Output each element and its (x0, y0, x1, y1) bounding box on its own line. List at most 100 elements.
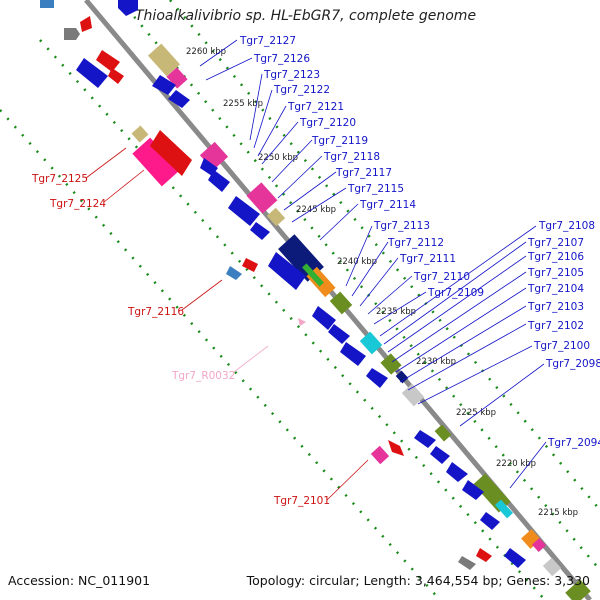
gene-box[interactable] (395, 370, 409, 384)
gene-label[interactable]: Tgr7_2110 (413, 271, 470, 283)
gene-label[interactable]: Tgr7_2113 (373, 220, 430, 232)
gene-label[interactable]: Tgr7_R0032 (171, 370, 235, 382)
gene-arrow[interactable] (388, 440, 404, 456)
gene-box[interactable] (166, 67, 188, 89)
map-title: Thioalkalivibrio sp. HL-EbGR7, complete … (135, 8, 477, 24)
gene-label[interactable]: Tgr7_2125 (31, 173, 88, 185)
genome-summary: Topology: circular; Length: 3,464,554 bp… (246, 573, 590, 588)
gene-box[interactable] (40, 0, 54, 8)
gene-label[interactable]: Tgr7_2104 (527, 283, 584, 295)
gene-box[interactable] (132, 137, 180, 187)
forward-leader-lines (199, 39, 547, 489)
scale-ticks: 2260 kbp 2255 kbp 2250 kbp 2245 kbp 2240… (186, 47, 578, 518)
tick-2260: 2260 kbp (186, 47, 226, 57)
gene-arrow[interactable] (340, 342, 366, 366)
gene-box[interactable] (359, 331, 383, 355)
gene-box[interactable] (131, 125, 149, 143)
gene-label[interactable]: Tgr7_2117 (335, 167, 392, 179)
gene-label[interactable]: Tgr7_2126 (253, 53, 310, 65)
gene-arrow[interactable] (268, 252, 306, 290)
accession-label: Accession: NC_011901 (8, 573, 151, 588)
gene-label[interactable]: Tgr7_2094 (547, 437, 600, 449)
gene-label[interactable]: Tgr7_2112 (387, 237, 444, 249)
gene-label[interactable]: Tgr7_2124 (49, 198, 106, 210)
gene-arrow[interactable] (366, 368, 388, 388)
gene-label[interactable]: Tgr7_2118 (323, 151, 380, 163)
gene-arrow[interactable] (328, 324, 350, 344)
gene-arrow[interactable] (108, 68, 124, 84)
tick-2225: 2225 kbp (456, 408, 496, 418)
forward-labels: Tgr7_2127 Tgr7_2126 Tgr7_2123 Tgr7_2122 … (239, 35, 600, 449)
gene-arrow[interactable] (242, 258, 258, 272)
gene-arrow[interactable] (226, 266, 242, 280)
gene-arrow[interactable] (150, 130, 192, 176)
tick-2230: 2230 kbp (416, 357, 456, 367)
gene-box[interactable] (278, 234, 324, 282)
gene-label[interactable]: Tgr7_2127 (239, 35, 296, 47)
gene-arrow[interactable] (414, 430, 436, 448)
gene-label[interactable]: Tgr7_2098 (545, 358, 600, 370)
tick-2255: 2255 kbp (223, 99, 263, 109)
gene-arrow[interactable] (80, 16, 92, 32)
gene-box[interactable] (495, 499, 513, 519)
rna-mark[interactable] (298, 318, 306, 326)
gene-label[interactable]: Tgr7_2102 (527, 320, 584, 332)
gene-arrow[interactable] (76, 58, 108, 88)
gene-label[interactable]: Tgr7_2111 (399, 253, 456, 265)
gene-label[interactable]: Tgr7_2101 (273, 495, 330, 507)
left-strand-features (40, 0, 492, 570)
gene-box[interactable] (370, 445, 390, 465)
gene-label[interactable]: Tgr7_2119 (311, 135, 368, 147)
gene-arrow[interactable] (228, 196, 260, 226)
gene-arrow[interactable] (96, 50, 120, 72)
gene-label[interactable]: Tgr7_2107 (527, 237, 584, 249)
rna-labels: Tgr7_R0032 (171, 370, 235, 382)
gene-arrow[interactable] (312, 306, 336, 330)
gene-arrow[interactable] (476, 548, 492, 562)
gene-label[interactable]: Tgr7_2109 (427, 287, 484, 299)
gene-box[interactable] (380, 353, 402, 375)
gene-label[interactable]: Tgr7_2123 (263, 69, 320, 81)
tick-2240: 2240 kbp (337, 257, 377, 267)
gene-box[interactable] (329, 291, 353, 315)
gene-arrow[interactable] (250, 222, 270, 240)
gene-box[interactable] (401, 383, 425, 407)
gene-box[interactable] (542, 557, 562, 577)
gene-box[interactable] (246, 182, 278, 214)
gene-arrow[interactable] (480, 512, 500, 530)
gene-label[interactable]: Tgr7_2122 (273, 84, 330, 96)
gene-box[interactable] (531, 537, 547, 553)
gene-arrow[interactable] (208, 170, 230, 192)
gene-label[interactable]: Tgr7_2116 (127, 306, 184, 318)
gene-arrow[interactable] (168, 90, 190, 108)
gene-label[interactable]: Tgr7_2114 (359, 199, 416, 211)
gene-arrow[interactable] (504, 548, 526, 568)
gene-label[interactable]: Tgr7_2108 (538, 220, 595, 232)
reverse-leader-lines (85, 147, 369, 501)
gene-label[interactable]: Tgr7_2105 (527, 267, 584, 279)
gene-label[interactable]: Tgr7_2106 (527, 251, 584, 263)
gene-label[interactable]: Tgr7_2120 (299, 117, 356, 129)
gene-arrow[interactable] (458, 556, 476, 570)
gene-box[interactable] (302, 263, 324, 287)
tick-2245: 2245 kbp (296, 205, 336, 215)
tick-2250: 2250 kbp (258, 153, 298, 163)
gene-box[interactable] (147, 43, 181, 77)
gene-box[interactable] (565, 579, 591, 600)
gene-label[interactable]: Tgr7_2121 (287, 101, 344, 113)
gene-arrow[interactable] (462, 480, 484, 500)
gene-arrow[interactable] (152, 75, 176, 95)
gene-arrow[interactable] (64, 28, 80, 40)
gene-box[interactable] (266, 207, 286, 227)
gene-box[interactable] (434, 424, 452, 442)
dotted-track-outer-right (169, 0, 600, 511)
gene-arrow[interactable] (118, 0, 138, 16)
gene-arrow[interactable] (430, 446, 450, 464)
gene-arrow[interactable] (446, 462, 468, 482)
gene-label[interactable]: Tgr7_2100 (533, 340, 590, 352)
gene-label[interactable]: Tgr7_2103 (527, 301, 584, 313)
tick-2235: 2235 kbp (376, 307, 416, 317)
gene-label[interactable]: Tgr7_2115 (347, 183, 404, 195)
